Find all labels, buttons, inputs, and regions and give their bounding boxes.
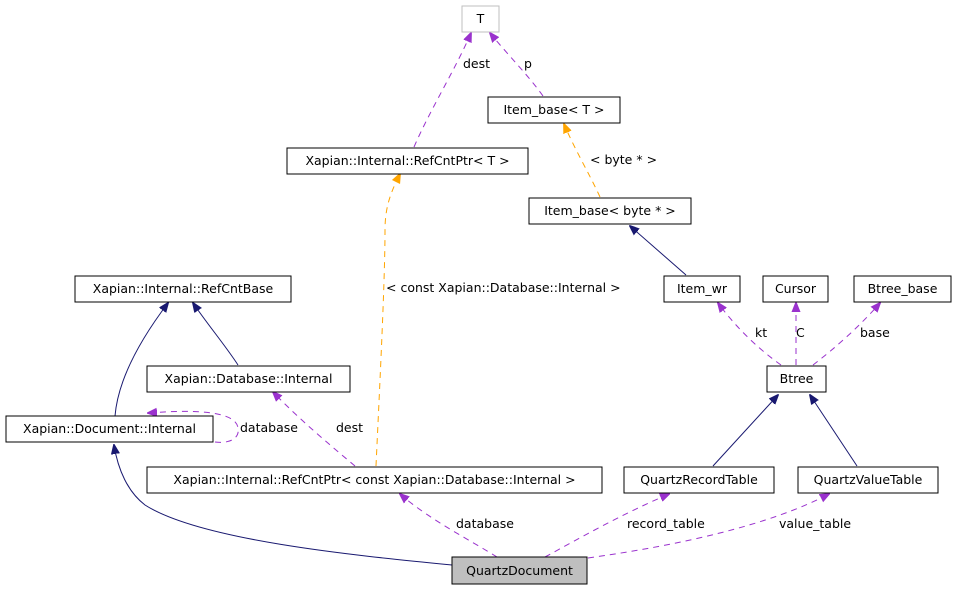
node-btree-base[interactable]: Btree_base (853, 275, 952, 303)
svg-text:QuartzRecordTable: QuartzRecordTable (640, 472, 758, 487)
svg-text:Item_base< T >: Item_base< T > (503, 102, 604, 117)
edge-label-dest-t: dest (463, 56, 490, 71)
edge-label-db-tmpl: < const Xapian::Database::Internal > (386, 280, 621, 295)
edge-refcntptr-db-to-refcntptr-t (375, 174, 400, 467)
svg-text:Xapian::Internal::RefCntBase: Xapian::Internal::RefCntBase (93, 281, 274, 296)
edge-label-value-table: value_table (779, 516, 851, 531)
svg-text:Xapian::Document::Internal: Xapian::Document::Internal (23, 421, 196, 436)
svg-text:Xapian::Internal::RefCntPtr< T: Xapian::Internal::RefCntPtr< T > (305, 153, 509, 168)
node-refcntptr-t[interactable]: Xapian::Internal::RefCntPtr< T > (286, 147, 529, 175)
svg-text:Cursor: Cursor (775, 281, 817, 296)
svg-text:QuartzValueTable: QuartzValueTable (814, 472, 923, 487)
svg-text:QuartzDocument: QuartzDocument (466, 563, 573, 578)
node-item-base-t[interactable]: Item_base< T > (487, 96, 621, 124)
svg-text:Btree_base: Btree_base (868, 281, 938, 296)
svg-text:Btree: Btree (780, 371, 814, 386)
node-document-internal[interactable]: Xapian::Document::Internal (5, 415, 214, 443)
edge-document-internal-self (148, 411, 239, 443)
edge-label-database-self: database (240, 420, 298, 435)
edge-label-record-table: record_table (627, 516, 705, 531)
edge-label-byte-tmpl: < byte * > (590, 152, 657, 167)
edge-label-base: base (860, 325, 890, 340)
node-refcntbase[interactable]: Xapian::Internal::RefCntBase (74, 275, 292, 303)
node-cursor[interactable]: Cursor (762, 275, 829, 303)
edge-quartz-document-to-quartz-value-table (587, 494, 829, 559)
edge-quartz-document-to-document-internal (114, 445, 453, 566)
edge-label-dest-db: dest (336, 420, 363, 435)
edge-quartz-document-to-quartz-record-table (544, 494, 669, 558)
svg-text:Xapian::Database::Internal: Xapian::Database::Internal (165, 371, 333, 386)
node-t[interactable]: T (461, 5, 500, 33)
edge-refcntptr-t-to-t (413, 33, 471, 148)
edge-label-p: p (524, 56, 532, 71)
svg-text:Item_base< byte * >: Item_base< byte * > (544, 203, 676, 218)
node-btree[interactable]: Btree (766, 365, 827, 393)
edge-btree-to-btree-base (812, 303, 880, 366)
node-item-base-byte[interactable]: Item_base< byte * > (528, 197, 692, 225)
edge-label-kt: kt (755, 325, 767, 340)
edge-quartz-value-table-to-btree (810, 395, 858, 467)
edge-label-database: database (456, 516, 514, 531)
edge-quartz-record-table-to-btree (712, 395, 778, 467)
node-quartz-record-table[interactable]: QuartzRecordTable (623, 466, 775, 494)
svg-text:Xapian::Internal::RefCntPtr< c: Xapian::Internal::RefCntPtr< const Xapia… (173, 472, 575, 487)
edge-database-internal-to-refcntbase (193, 303, 239, 366)
edge-btree-to-item-wr (718, 303, 782, 366)
node-refcntptr-db[interactable]: Xapian::Internal::RefCntPtr< const Xapia… (146, 466, 603, 494)
edge-item-wr-to-item-base-byte (630, 226, 687, 276)
node-item-wr[interactable]: Item_wr (663, 275, 741, 303)
edge-document-internal-to-refcntbase (114, 303, 168, 417)
node-database-internal[interactable]: Xapian::Database::Internal (146, 365, 351, 393)
svg-text:T: T (476, 11, 485, 26)
edge-label-C: C (796, 325, 805, 340)
svg-text:Item_wr: Item_wr (677, 281, 728, 296)
edge-quartz-document-to-refcntptr-db (400, 494, 498, 558)
node-quartz-value-table[interactable]: QuartzValueTable (797, 466, 939, 494)
node-quartz-document[interactable]: QuartzDocument (451, 556, 588, 585)
edge-item-base-t-to-t (490, 33, 544, 97)
